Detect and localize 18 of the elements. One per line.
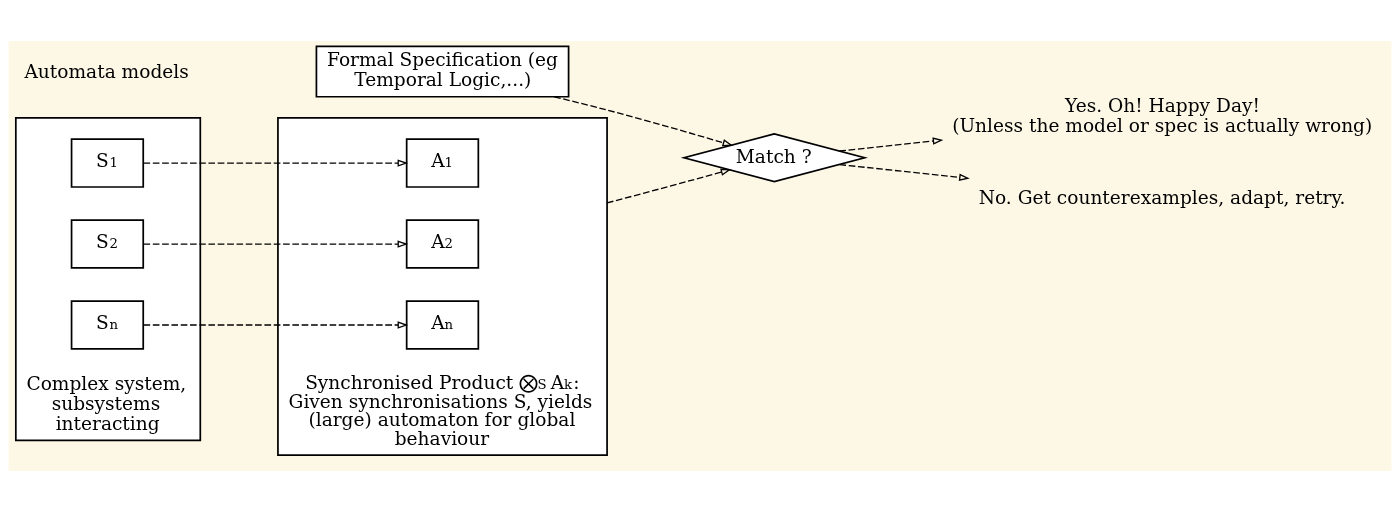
arrow bbox=[838, 163, 970, 181]
arrow bbox=[143, 240, 409, 248]
arrow bbox=[553, 96, 734, 147]
node-box: Sn bbox=[70, 300, 145, 350]
arrow bbox=[838, 137, 944, 152]
node-text: Yes. Oh! Happy Day! (Unless the model or spec is actually wrong) bbox=[952, 94, 1373, 136]
node-text: No. Get counterexamples, adapt, retry. bbox=[978, 186, 1346, 208]
node-box: A2 bbox=[405, 219, 480, 269]
label: Automata models bbox=[24, 60, 189, 82]
node-box: An bbox=[405, 300, 480, 350]
arrow bbox=[606, 168, 732, 204]
node-box: A1 bbox=[405, 138, 480, 188]
node-box: Formal Specification (eg Temporal Logic,...) bbox=[315, 45, 570, 98]
arrow bbox=[143, 321, 409, 329]
arrow bbox=[143, 159, 409, 167]
node-diamond: Match ? bbox=[680, 133, 868, 183]
node-box: S2 bbox=[70, 219, 145, 269]
node-box: S1 bbox=[70, 138, 145, 188]
